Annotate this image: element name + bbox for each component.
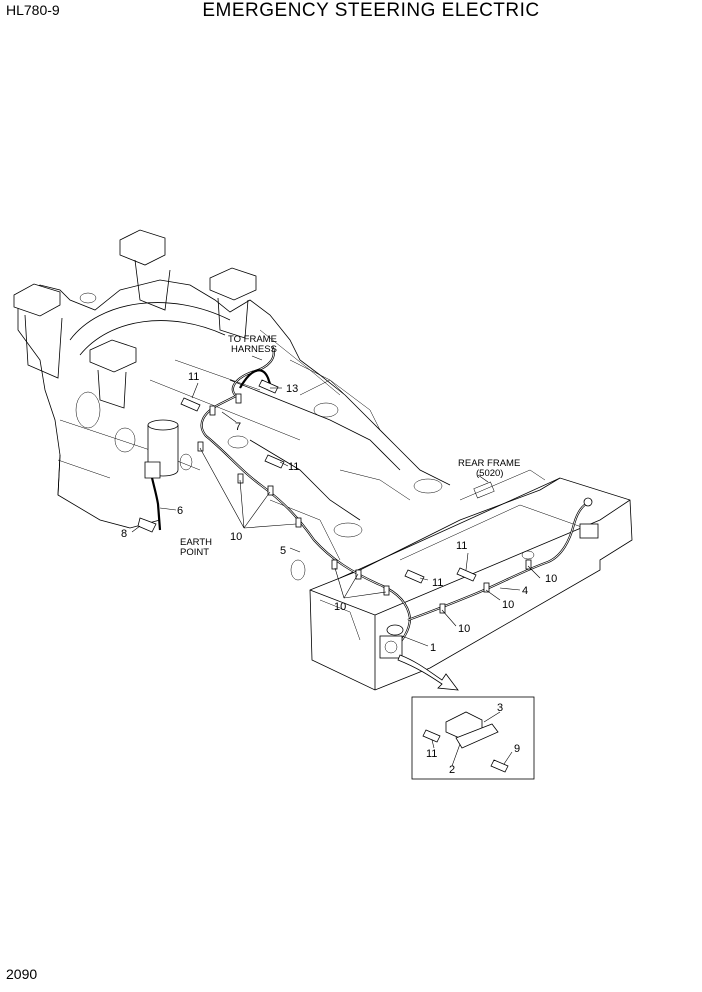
callout-10: 10 — [458, 623, 470, 635]
callout-2: 2 — [449, 764, 455, 776]
callout-5: 5 — [280, 545, 286, 557]
page-number: 2090 — [6, 966, 38, 982]
note-to-frame-line2: HARNESS — [231, 344, 277, 355]
callout-10: 10 — [334, 601, 346, 613]
leader-lines — [131, 355, 541, 767]
note-earth-line1: EARTH — [180, 537, 212, 548]
callout-9: 9 — [514, 743, 520, 755]
callout-11: 11 — [188, 371, 199, 383]
callout-10: 10 — [230, 531, 242, 543]
note-rear-frame-line2: (5020) — [476, 468, 503, 479]
earth-cable — [137, 461, 162, 533]
model-code: HL780-9 — [6, 2, 60, 18]
page-title: EMERGENCY STEERING ELECTRIC — [202, 0, 540, 21]
callout-4: 4 — [522, 585, 528, 597]
note-rear-frame-line1: REAR FRAME — [458, 458, 520, 469]
callout-11: 11 — [426, 748, 437, 760]
harness-cable — [197, 345, 599, 659]
front-frame — [13, 229, 451, 581]
callout-11: 11 — [432, 577, 443, 589]
detail-arrow — [397, 654, 459, 691]
callout-3: 3 — [497, 702, 503, 714]
detail-inset — [411, 696, 535, 780]
callout-1: 1 — [430, 642, 436, 654]
callout-13: 13 — [286, 383, 298, 395]
callout-7: 7 — [235, 421, 241, 433]
bolt-icons — [180, 379, 477, 584]
note-to-frame-line1: TO FRAME — [228, 334, 277, 345]
callout-6: 6 — [177, 505, 183, 517]
callout-11: 11 — [288, 461, 299, 473]
note-earth-line2: POINT — [180, 547, 209, 558]
callout-10: 10 — [502, 599, 514, 611]
callout-10: 10 — [545, 573, 557, 585]
callout-8: 8 — [121, 528, 127, 540]
callout-11: 11 — [456, 540, 467, 552]
